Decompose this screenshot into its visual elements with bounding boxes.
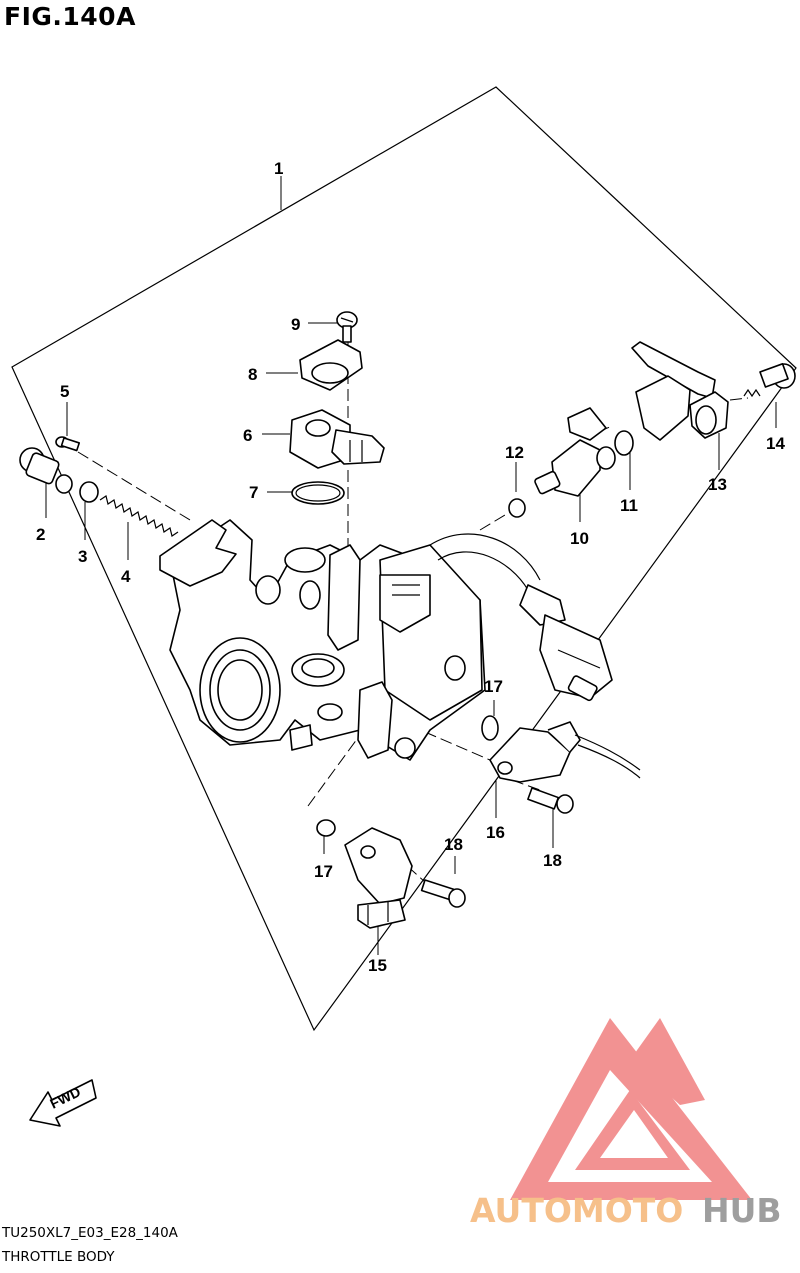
figure-title: FIG.140A (4, 2, 136, 31)
adjust-screw-part-2 (19, 447, 73, 494)
callout-11: 11 (620, 496, 638, 515)
oring-part-12 (508, 498, 526, 518)
callout-4: 4 (121, 567, 131, 586)
bolt-part-18-right (527, 787, 574, 814)
figure-code: TU250XL7_E03_E28_140A (2, 1225, 178, 1241)
throttle-body-main (159, 519, 613, 761)
watermark-part1: AUTOMOTO (470, 1191, 683, 1230)
assembly-boundary (11, 86, 797, 1032)
injector-part-10 (534, 407, 616, 497)
bracket-part-8 (299, 339, 363, 391)
callout-16: 16 (486, 823, 505, 842)
oring-part-17-upper (481, 715, 499, 741)
bolt-part-18-lower (420, 879, 466, 908)
leader-lines (45, 176, 777, 955)
callout-7: 7 (249, 483, 258, 502)
oring-part-3 (79, 481, 99, 503)
forward-arrow-icon: FWD (29, 1079, 97, 1127)
screw-part-5 (55, 436, 81, 452)
callout-13: 13 (708, 475, 727, 494)
oring-part-11 (614, 430, 634, 456)
spring-part-4 (99, 495, 179, 537)
callout-5: 5 (60, 382, 69, 401)
watermark-text: AUTOMOTO HUB (470, 1191, 782, 1230)
callout-10: 10 (570, 529, 589, 548)
bolt-part-14 (743, 362, 796, 398)
figure-name: THROTTLE BODY (2, 1249, 115, 1265)
callout-17-upper: 17 (484, 677, 503, 696)
oring-part-17-lower (316, 819, 336, 837)
fuel-fitting-part-13 (631, 341, 729, 441)
callout-15: 15 (368, 956, 387, 975)
sensor-part-16 (489, 721, 641, 783)
callout-8: 8 (248, 365, 257, 384)
callout-2: 2 (36, 525, 45, 544)
callout-12: 12 (505, 443, 524, 462)
callout-1: 1 (274, 159, 283, 178)
sensor-part-15 (344, 827, 413, 929)
watermark-logo (510, 1018, 752, 1200)
watermark-part2: HUB (702, 1191, 782, 1230)
sensor-part-6 (289, 409, 385, 469)
callout-9: 9 (291, 315, 300, 334)
screw-part-9 (336, 311, 358, 343)
callout-6: 6 (243, 426, 252, 445)
callout-14: 14 (766, 434, 785, 453)
callout-17-lower: 17 (314, 862, 333, 881)
callout-labels: 1 2 3 4 5 6 7 8 9 10 11 12 13 14 15 16 1… (36, 159, 785, 975)
callout-18-lower: 18 (444, 835, 463, 854)
oring-part-7 (291, 481, 345, 505)
callout-18-right: 18 (543, 851, 562, 870)
callout-3: 3 (78, 547, 87, 566)
